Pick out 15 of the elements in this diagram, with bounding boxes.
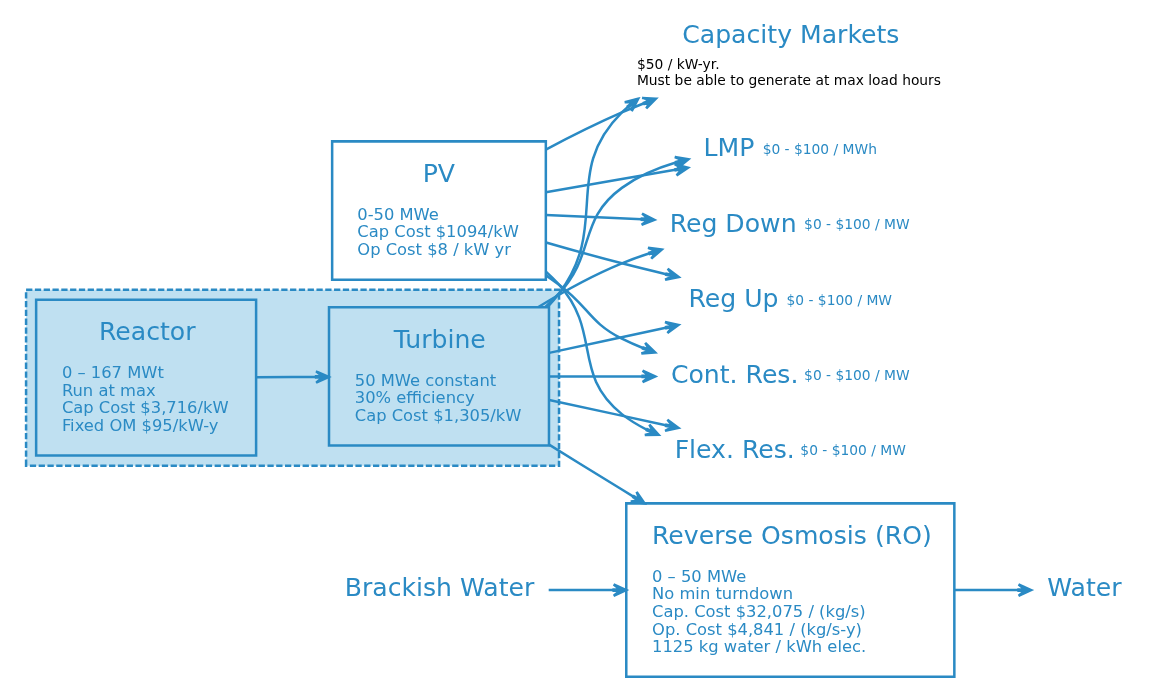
node-text: Reg Down: [669, 208, 797, 238]
node-label: $50 / kW-yr.: [636, 56, 720, 73]
node-text: Capacity Markets: [681, 20, 899, 50]
node-label: $0 - $100 / MWh: [762, 140, 877, 157]
node-text: LMP: [703, 133, 754, 163]
node-label: $0 - $100 / MW: [786, 291, 892, 308]
node-text: Reg Up: [688, 284, 779, 314]
node-text: Water: [1046, 573, 1122, 603]
node-label: $0 - $100 / MW: [803, 366, 910, 383]
node-label: $0 - $100 / MW: [799, 442, 906, 459]
node-text: Cont. Res.: [670, 359, 798, 389]
node-text: Brackish Water: [344, 573, 534, 603]
node-label: $0 - $100 / MW: [803, 216, 910, 233]
node-label: Must be able to generate at max load hours: [636, 71, 941, 88]
node-text: Flex. Res.: [674, 435, 795, 465]
